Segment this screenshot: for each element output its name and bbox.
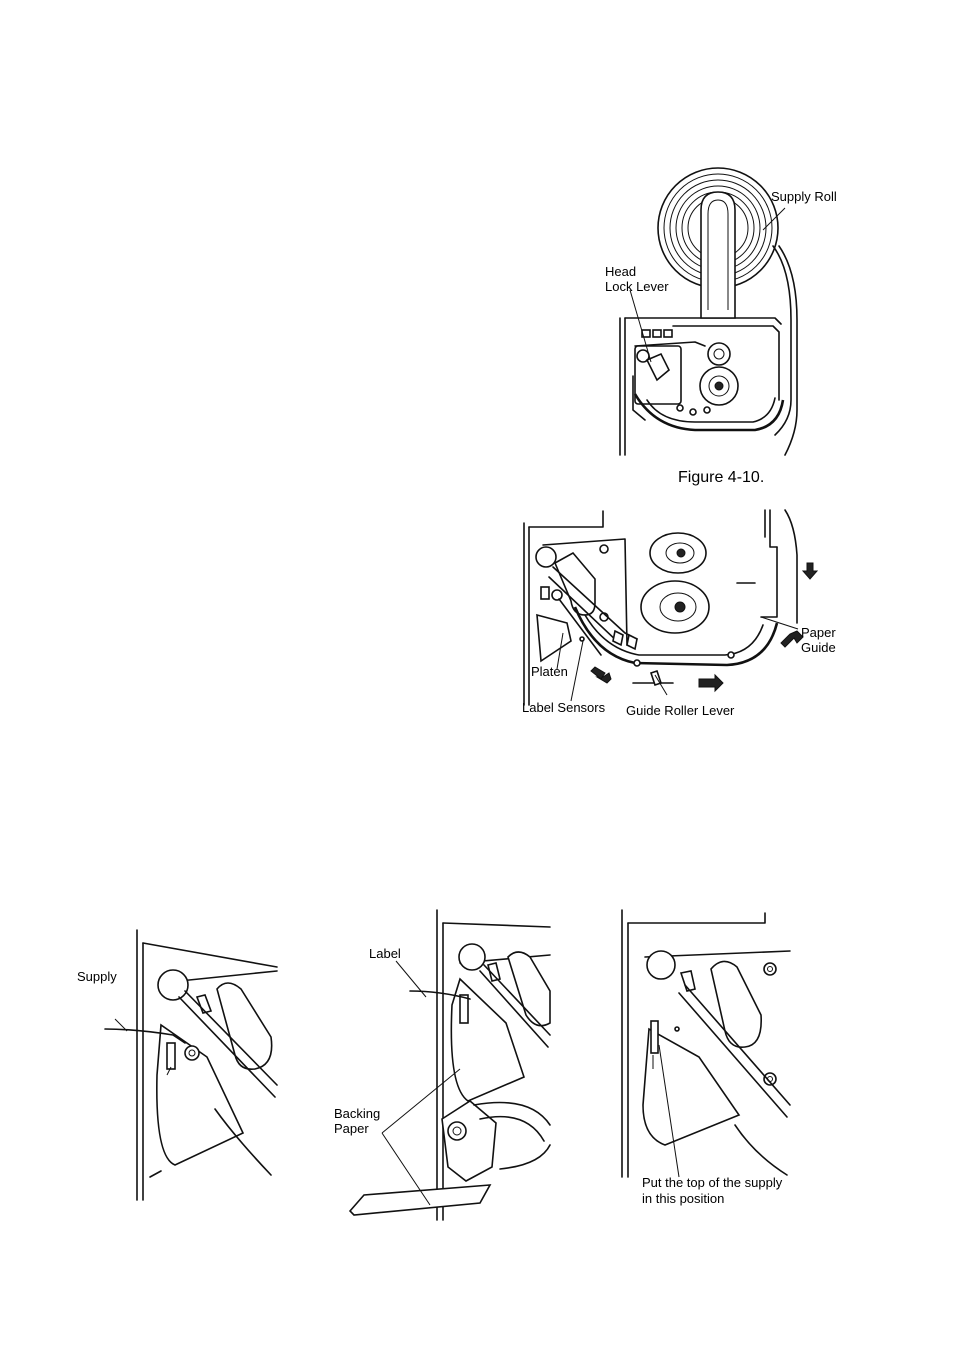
label-backing-figure: Label Backing Paper <box>330 905 555 1225</box>
head-lock-lever-label-line2: Lock Lever <box>605 279 669 294</box>
position-note-line2: in this position <box>642 1191 724 1206</box>
supply-insertion-figure: Supply <box>75 925 280 1210</box>
backing-paper-label-line2: Paper <box>334 1121 369 1136</box>
position-note-line1: Put the top of the supply <box>642 1175 782 1190</box>
label-backing-illustration <box>330 905 555 1225</box>
supply-insertion-illustration <box>75 925 280 1210</box>
label-callout: Label <box>369 946 401 961</box>
figure-caption: Figure 4-10. <box>678 470 764 485</box>
supply-position-figure: Put the top of the supply in this positi… <box>615 905 815 1215</box>
paper-path-figure: Platen Label Sensors Guide Roller Lever … <box>515 505 950 720</box>
paper-guide-label-line1: Paper <box>801 625 836 640</box>
backing-paper-label-line1: Backing <box>334 1106 380 1121</box>
platen-label: Platen <box>531 664 568 679</box>
head-lock-lever-label-line1: Head <box>605 264 636 279</box>
label-sensors-label: Label Sensors <box>522 700 605 715</box>
guide-roller-lever-label: Guide Roller Lever <box>626 703 734 718</box>
figure-4-10: Supply Roll Head Lock Lever Figure 4-10. <box>595 150 950 490</box>
supply-roll-label: Supply Roll <box>771 189 837 204</box>
supply-label: Supply <box>77 969 117 984</box>
supply-position-illustration <box>615 905 815 1215</box>
paper-guide-label-line2: Guide <box>801 640 836 655</box>
paper-path-illustration <box>515 505 950 720</box>
